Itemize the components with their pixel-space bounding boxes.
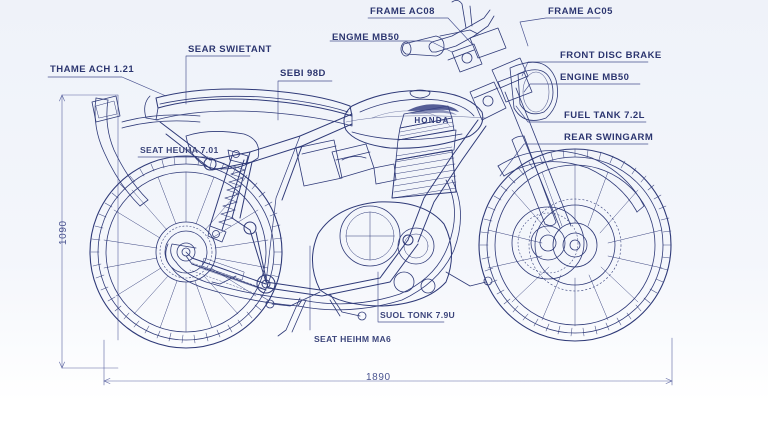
rear-fender	[91, 95, 260, 207]
frame	[159, 113, 487, 297]
callout-engine-mb50: ENGINE MB50	[560, 72, 630, 83]
rear-shock	[207, 149, 249, 243]
rear-swingarm	[159, 225, 267, 297]
callout-leader-lines	[47, 17, 649, 331]
callout-thame-ach: THAME ACH 1.21	[50, 64, 135, 75]
dimension-overall-height: 1090	[58, 220, 69, 245]
front-fork	[491, 57, 572, 229]
callout-seat-heuha: SEAT HEUHA 7.01	[140, 145, 219, 155]
front-fender	[497, 150, 645, 213]
headlight-assembly	[509, 61, 559, 121]
callout-frame-ac05: FRAME AC05	[548, 6, 613, 17]
front-wheel	[478, 148, 672, 342]
callout-rear-swingarm: REAR SWINGARM	[564, 132, 654, 143]
seat	[144, 88, 353, 127]
callout-engme-mb50: ENGME MB50	[332, 32, 400, 43]
fuel-tank	[343, 89, 487, 149]
dimension-overall-length: 1890	[366, 372, 391, 383]
callout-frame-ac08: FRAME AC08	[370, 6, 435, 17]
footpegs-and-brake	[211, 275, 367, 321]
steering-head	[451, 43, 507, 121]
handlebars	[400, 0, 507, 61]
front-disc-rotor	[511, 206, 585, 280]
side-stand	[277, 297, 307, 337]
callout-sear-swietant: SEAR SWIETANT	[188, 44, 272, 55]
callout-suol-tonk: SUOL TONK 7.9U	[380, 310, 456, 320]
rear-wheel	[89, 155, 283, 349]
callout-sebi-98d: SEBI 98D	[280, 68, 326, 79]
dimension-lines	[59, 94, 673, 386]
callout-front-disc-brake: FRONT DISC BRAKE	[560, 50, 662, 61]
callout-fuel-tank: FUEL TANK 7.2L	[564, 110, 645, 121]
engine	[165, 105, 493, 311]
callout-seat-heihm: SEAT HEIHM MA6	[314, 334, 392, 344]
